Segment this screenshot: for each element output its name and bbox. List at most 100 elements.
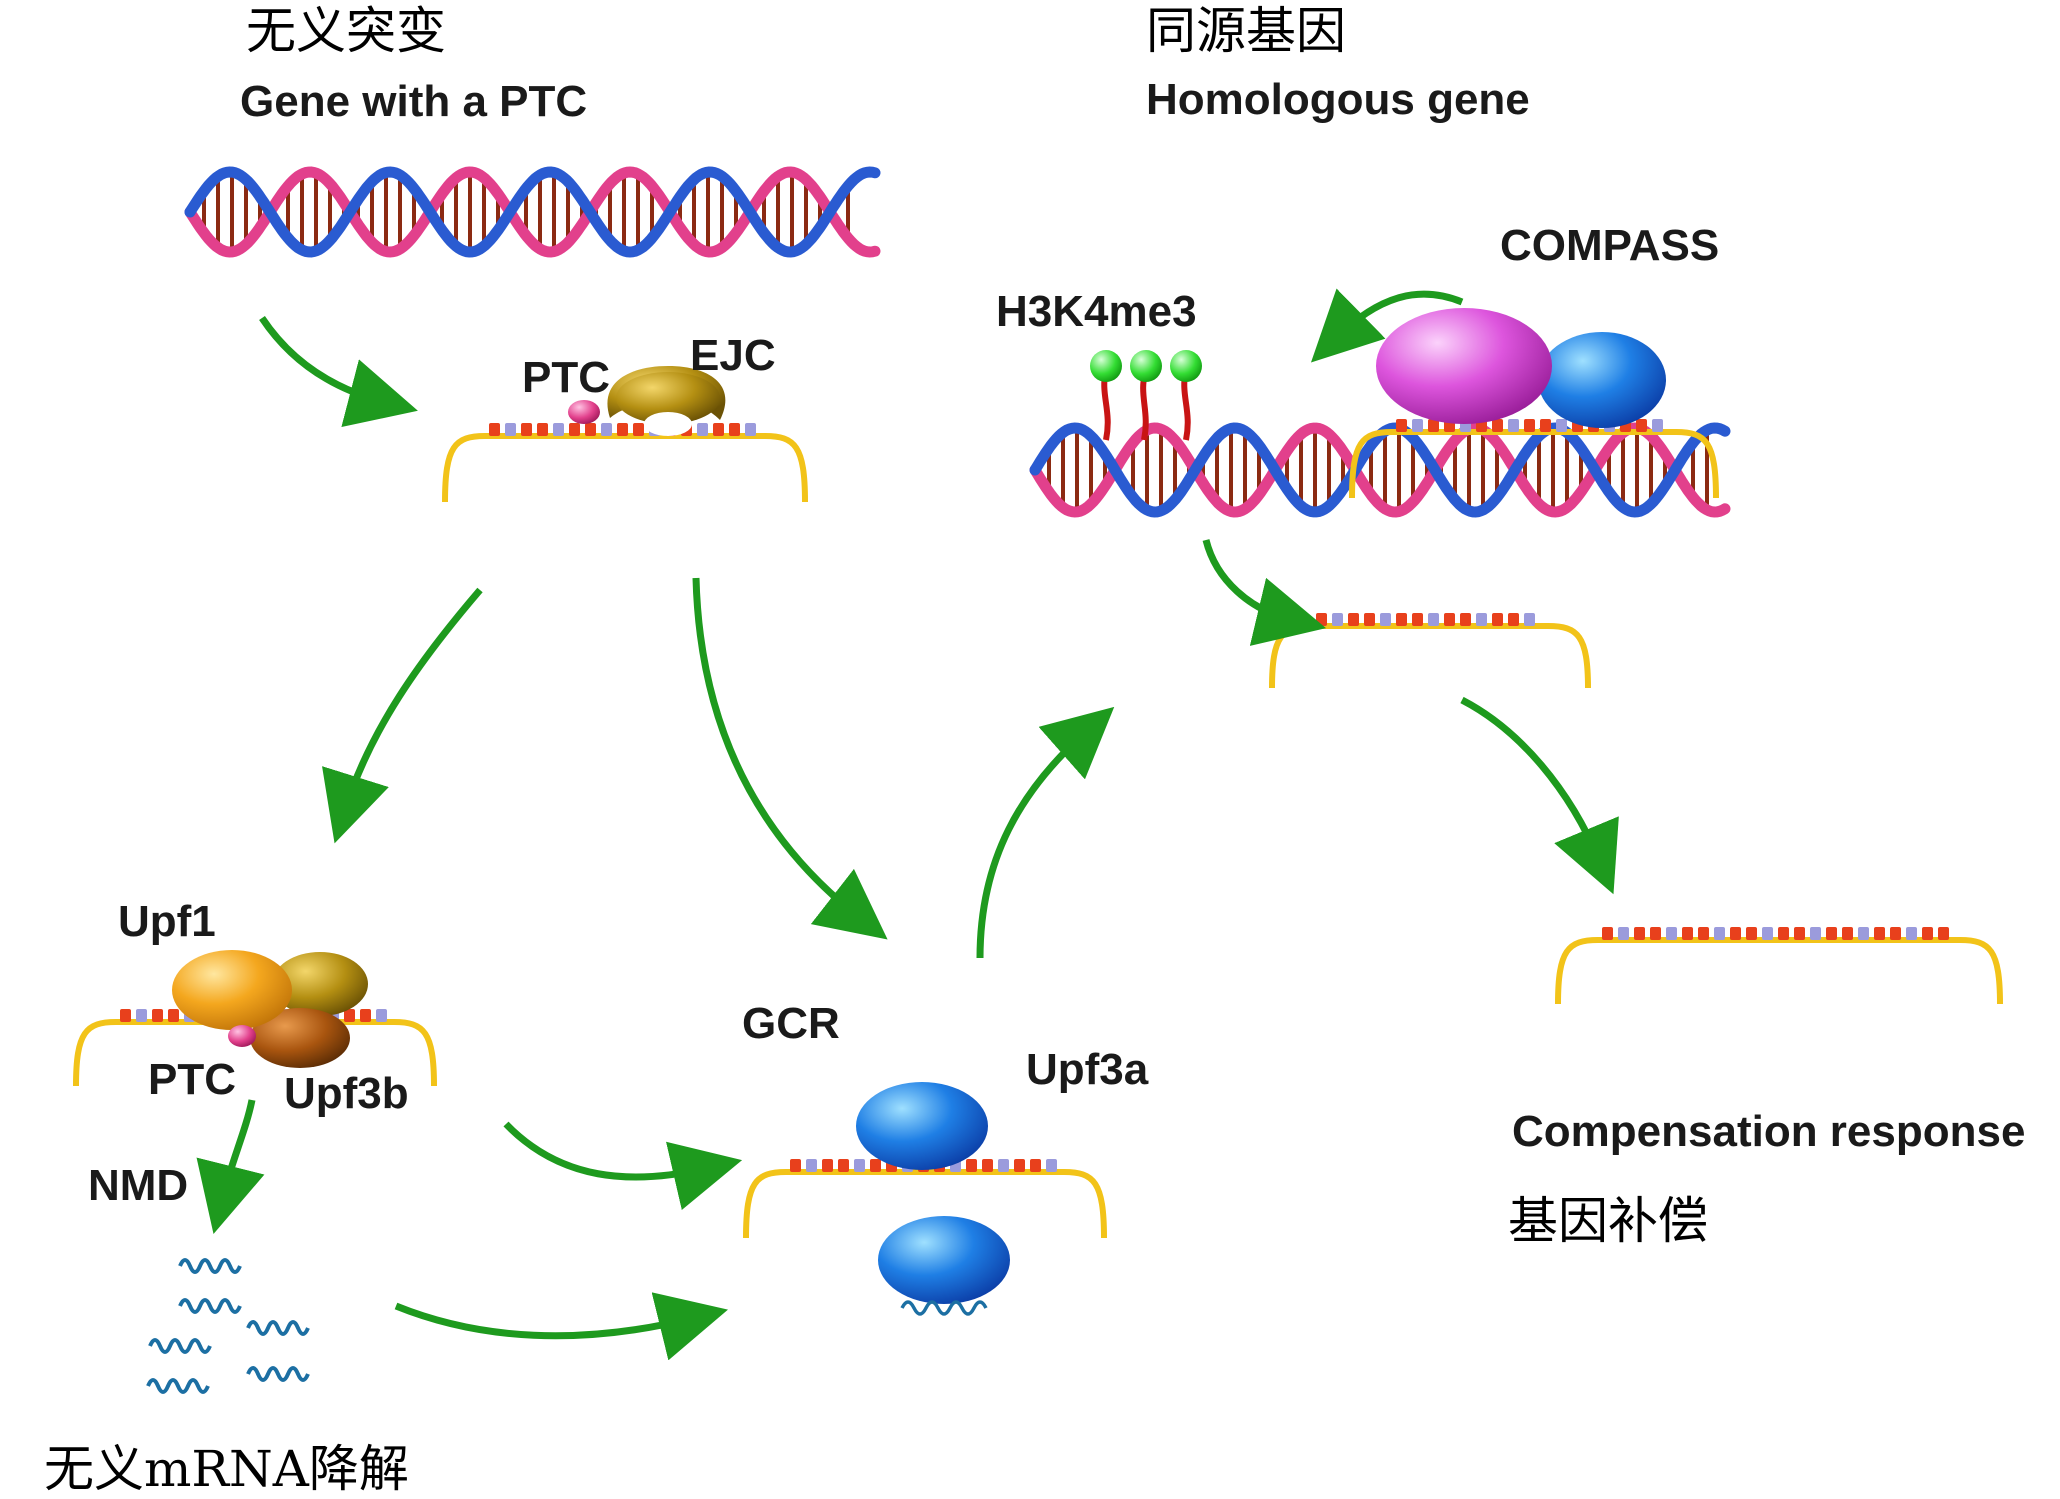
mrna-backbone [442,433,808,503]
codon-block [1492,419,1503,432]
arrow-transcript-to-compensation [1460,696,1619,895]
codon-block [790,1159,801,1172]
codon-block [1778,927,1789,940]
codon-block [982,1159,993,1172]
codon-block [1556,419,1567,432]
codon-block [1938,927,1949,940]
codon-block [1650,927,1661,940]
codon-block [1014,1159,1025,1172]
codon-block [1412,419,1423,432]
cn-compensation-label: 基因补偿 [1508,1192,1708,1250]
codon-block [1348,613,1359,626]
codon-block [1444,613,1455,626]
codon-block [1618,927,1629,940]
codon-block [1652,419,1663,432]
upf1-label: Upf1 [118,897,216,946]
codon-block [1842,927,1853,940]
ejc-label: EJC [690,331,776,380]
ejc-complex-icon [607,366,726,436]
codon-block [1602,927,1613,940]
dna-strand-pink [184,166,881,258]
arrow-upf-to-gcr [503,1121,743,1210]
arrow-compass-to-h3k4me3 [1310,288,1464,363]
mrna-strand-ptc [442,423,808,503]
nmd-label: NMD [88,1161,189,1210]
nmd-degraded-rna-fragments-icon [146,1258,310,1394]
compensation-response-label: Compensation response [1512,1107,2026,1156]
arrow-mrna-to-upf [322,587,483,844]
mrna-backbone [1349,429,1719,499]
codon-block [966,1159,977,1172]
gene-with-ptc-label: Gene with a PTC [240,77,588,126]
codon-block [1428,419,1439,432]
cn-nonsense-mrna-decay-label: 无义mRNA降解 [44,1440,409,1498]
codon-block [1746,927,1757,940]
codon-block [553,423,564,436]
codon-block [1634,927,1645,940]
cn-homologous-gene-label: 同源基因 [1146,2,1346,60]
ptc-top-label: PTC [522,353,610,402]
codon-block [120,1009,131,1022]
codon-block [1540,419,1551,432]
codon-block [1874,927,1885,940]
mrna-backbone [1555,937,2003,1005]
arrow-upf-to-nmd [196,1099,265,1234]
codon-block [1858,927,1869,940]
codon-block [633,423,644,436]
codon-block [1730,927,1741,940]
codon-block [360,1009,371,1022]
codon-block [585,423,596,436]
codon-block [136,1009,147,1022]
codon-block [1492,613,1503,626]
dna-strand-blue [184,166,881,258]
dna-helix-homologous-gene [1029,422,1731,518]
arrow-dna-to-transcript [1202,539,1327,646]
arrow-mrna-to-gcr [692,577,888,940]
codon-block [854,1159,865,1172]
codon-block [569,423,580,436]
upf3a-protein-top-icon [856,1082,988,1170]
homologous-gene-label: Homologous gene [1146,75,1530,124]
codon-block [601,423,612,436]
codon-block [822,1159,833,1172]
codon-block [745,423,756,436]
codon-block [870,1159,881,1172]
codon-block [1826,927,1837,940]
codon-block [1682,927,1693,940]
codon-block [1380,613,1391,626]
codon-block [489,423,500,436]
codon-block [1666,927,1677,940]
h3k4me3-marks-icon [1090,350,1202,441]
codon-block [1698,927,1709,940]
codon-block [344,1009,355,1022]
codon-block [713,423,724,436]
codon-block [1890,927,1901,940]
rna-fragment [146,1378,210,1394]
gcr-label: GCR [742,999,840,1048]
bound-rna-fragment-icon [900,1300,988,1316]
upf3a-label: Upf3a [1026,1045,1149,1094]
codon-block [505,423,516,436]
codon-block [537,423,548,436]
dna-strand-pink [1029,422,1731,518]
codon-block [1030,1159,1041,1172]
upf3a-protein-bottom-icon [878,1216,1010,1304]
codon-block [1810,927,1821,940]
codon-block [168,1009,179,1022]
codon-block [1762,927,1773,940]
codon-block [729,423,740,436]
codon-block [1714,927,1725,940]
upf3b-label: Upf3b [284,1069,409,1118]
rna-fragment [178,1298,242,1314]
codon-block [1460,613,1471,626]
codon-block [1396,613,1407,626]
codon-block [998,1159,1009,1172]
compass-label: COMPASS [1500,221,1720,270]
rna-fragment [246,1366,310,1382]
codon-block [1476,613,1487,626]
arrow-gcr-to-homolog [976,706,1115,959]
codon-block [617,423,628,436]
codon-block [1332,613,1343,626]
